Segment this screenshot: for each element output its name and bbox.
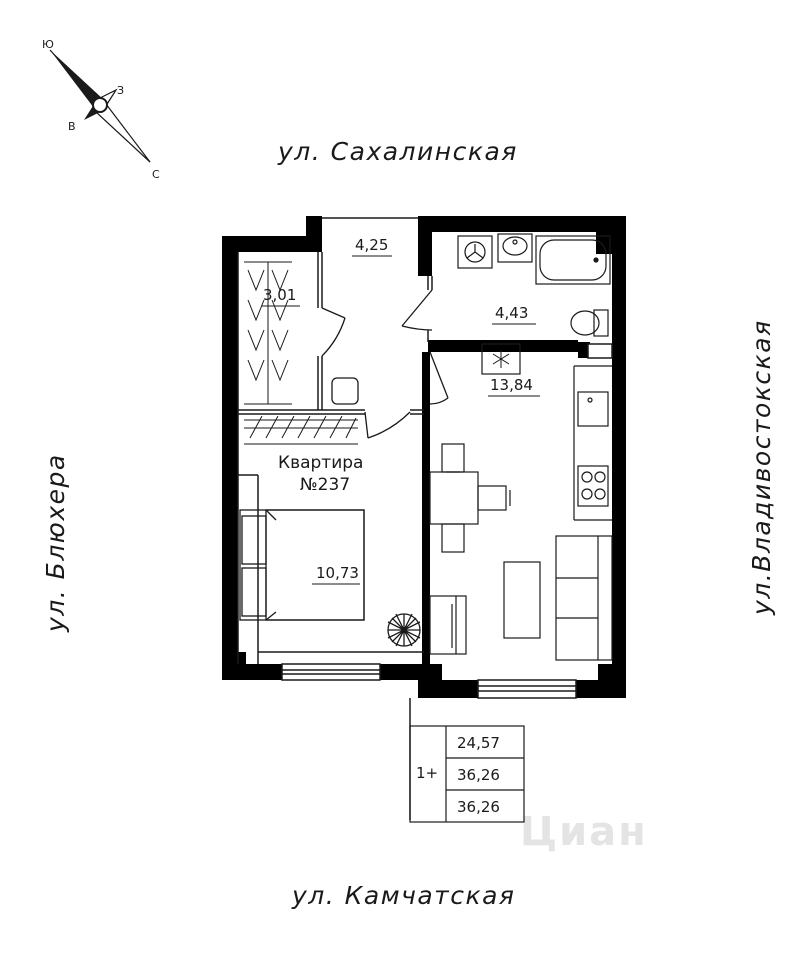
room-labels: 4,25 3,01 4,43 13,84 10,73 bbox=[262, 236, 540, 585]
bedroom-fixtures bbox=[239, 509, 421, 647]
street-bottom: ул. Камчатская bbox=[291, 881, 515, 910]
summary-table bbox=[409, 725, 525, 823]
sink-icon bbox=[497, 233, 533, 263]
watermark-text: Циан bbox=[520, 809, 648, 855]
summary-row-1: 24,57 bbox=[457, 734, 500, 752]
apartment-line2: №237 bbox=[300, 475, 350, 495]
walls bbox=[222, 216, 626, 698]
street-right: ул.Владивостокская bbox=[747, 319, 776, 616]
cooktop-icon bbox=[577, 465, 609, 507]
summary-row-3: 36,26 bbox=[457, 798, 500, 816]
dining-table bbox=[429, 471, 479, 525]
vent-box bbox=[481, 343, 521, 375]
compass-north: Ю bbox=[42, 38, 54, 51]
room-wardrobe-area: 3,01 bbox=[263, 286, 296, 304]
boiler-icon bbox=[457, 235, 493, 269]
compass-east: З bbox=[117, 84, 124, 97]
room-bedroom-area: 10,73 bbox=[316, 564, 359, 582]
street-left: ул. Блюхера bbox=[41, 453, 70, 633]
sofa bbox=[555, 535, 613, 661]
coffee-table bbox=[503, 561, 541, 639]
washing-machine-icon bbox=[331, 377, 359, 405]
street-top: ул. Сахалинская bbox=[277, 137, 518, 166]
room-kitchen-area: 13,84 bbox=[490, 376, 533, 394]
chair-top bbox=[441, 443, 465, 473]
summary-row-2: 36,26 bbox=[457, 766, 500, 784]
apartment-label: Квартира №237 bbox=[278, 453, 363, 495]
kitchen-sink-icon bbox=[577, 391, 609, 427]
summary-rooms-label: 1+ bbox=[416, 764, 438, 782]
interior-lines bbox=[237, 217, 613, 820]
compass-rose: Ю З В С bbox=[42, 38, 160, 181]
compass-south: С bbox=[152, 168, 160, 181]
chair-bottom bbox=[441, 523, 465, 553]
bathtub-icon bbox=[535, 235, 611, 285]
doors bbox=[321, 289, 449, 439]
apartment-line1: Квартира bbox=[278, 453, 363, 473]
room-bathroom-area: 4,43 bbox=[495, 304, 528, 322]
chair-right bbox=[477, 485, 507, 511]
watermark: Циан bbox=[520, 809, 648, 855]
toilet-icon bbox=[593, 309, 609, 337]
bathroom-fixtures bbox=[457, 233, 611, 375]
kitchen-fixtures bbox=[429, 365, 613, 661]
plant-icon bbox=[387, 613, 421, 647]
wardrobe-shelves bbox=[244, 261, 358, 445]
room-hall-area: 4,25 bbox=[355, 236, 388, 254]
compass-west: В bbox=[68, 120, 76, 133]
